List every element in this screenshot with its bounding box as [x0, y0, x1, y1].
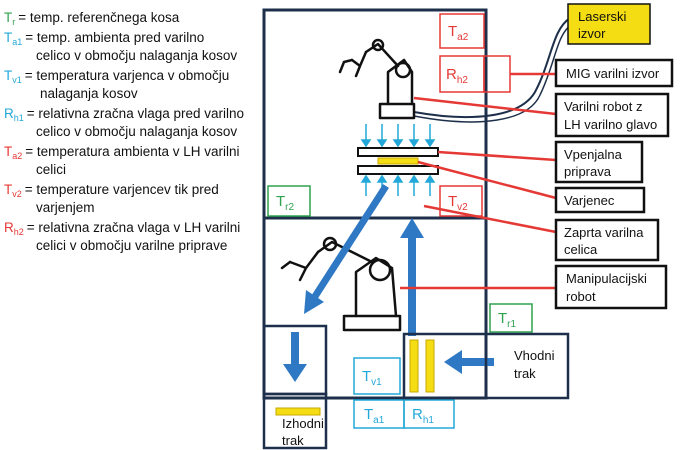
callout-manipulator: Manipulacijski robot	[554, 264, 668, 310]
svg-text:Vhodni: Vhodni	[514, 348, 555, 363]
callout-welding-robot: Varilni robot z LH varilno glavo	[554, 92, 670, 138]
svg-text:celica: celica	[564, 242, 598, 257]
sensor-ta1: Ta1	[353, 399, 405, 429]
svg-text:Varjenec: Varjenec	[564, 193, 615, 208]
callout-workpiece: Varjenec	[554, 186, 646, 214]
svg-text:Tv2: Tv2	[448, 193, 468, 213]
sensor-tr2: Tr2	[267, 185, 311, 217]
welding-robot-icon	[338, 38, 416, 120]
legend-item-ta1: Ta1= temp. ambienta pred varilno celico …	[4, 30, 237, 63]
svg-text:Vpenjalna: Vpenjalna	[564, 147, 623, 162]
svg-text:Tr= temp. referenčnega kosa: Tr= temp. referenčnega kosa	[4, 10, 180, 27]
callout-fixture: Vpenjalna priprava	[554, 140, 644, 184]
svg-text:Ta1= temp. ambienta pred varil: Ta1= temp. ambienta pred varilno	[4, 30, 204, 47]
input-flow-arrow	[444, 350, 494, 374]
svg-text:trak: trak	[282, 433, 304, 448]
sensor-rh1: Rh1	[403, 399, 455, 429]
svg-text:Zaprta varilna: Zaprta varilna	[564, 225, 644, 240]
svg-text:nalaganja kosov: nalaganja kosov	[40, 86, 138, 101]
svg-text:Tv2= temperature varjencev tik: Tv2= temperature varjencev tik pred	[4, 182, 219, 199]
output-conveyor: Izhodni trak	[262, 324, 328, 450]
clamping-fixture	[357, 147, 439, 175]
legend-item-tv2: Tv2= temperature varjencev tik pred varj…	[4, 182, 219, 215]
upward-flow-arrow	[400, 218, 424, 336]
legend-item-ta2: Ta2= temperatura ambienta v LH varilni c…	[4, 144, 240, 177]
welding-cell-lower	[262, 216, 488, 400]
svg-text:Rh1= relativna zračna vlaga pr: Rh1= relativna zračna vlaga pred varilno	[4, 106, 244, 123]
manipulator-robot-icon	[280, 236, 402, 332]
input-conveyor: Vhodni trak	[402, 332, 570, 400]
legend-item-rh2: Rh2= relativna zračna vlaga v LH varilni…	[4, 220, 240, 253]
flow-arrows	[283, 184, 494, 382]
mig-source-box	[483, 55, 511, 93]
svg-text:Rh1: Rh1	[412, 406, 434, 426]
svg-text:Tv1= temperatura varjenca v ob: Tv1= temperatura varjenca v območju	[4, 68, 229, 85]
svg-text:celici v območju varilne pripr: celici v območju varilne priprave	[36, 238, 227, 253]
legend: Tr= temp. referenčnega kosa Ta1= temp. a…	[4, 10, 244, 253]
svg-text:Ta2: Ta2	[448, 23, 469, 43]
callout-mig-source: MIG varilni izvor	[554, 58, 674, 88]
svg-text:Manipulacijski: Manipulacijski	[566, 271, 647, 286]
svg-text:Rh2= relativna zračna vlaga v: Rh2= relativna zračna vlaga v LH varilni	[4, 220, 240, 237]
legend-item-tr: Tr= temp. referenčnega kosa	[4, 10, 180, 27]
svg-text:robot: robot	[566, 289, 596, 304]
diagonal-flow-arrow	[304, 184, 389, 314]
svg-text:Tr1: Tr1	[498, 310, 517, 330]
svg-text:Ta2= temperatura ambienta v LH: Ta2= temperatura ambienta v LH varilni	[4, 144, 240, 161]
svg-text:celico v območju nalaganja kos: celico v območju nalaganja kosov	[36, 48, 237, 63]
svg-text:Laserski: Laserski	[578, 9, 627, 24]
callout-lines	[400, 72, 557, 290]
svg-text:Rh2: Rh2	[446, 66, 468, 86]
svg-text:Varilni robot z: Varilni robot z	[564, 99, 643, 114]
svg-text:MIG varilni izvor: MIG varilni izvor	[566, 66, 660, 81]
callout-closed-cell: Zaprta varilna celica	[554, 218, 660, 262]
svg-text:LH varilno glavo: LH varilno glavo	[564, 117, 657, 132]
svg-text:Tr2: Tr2	[276, 193, 295, 213]
legend-item-rh1: Rh1= relativna zračna vlaga pred varilno…	[4, 106, 244, 139]
sensor-tr1: Tr1	[489, 303, 533, 333]
laser-cable	[413, 17, 571, 119]
laser-cable-2	[413, 23, 573, 123]
svg-text:varjenjem: varjenjem	[36, 200, 95, 215]
svg-text:Izhodni: Izhodni	[282, 416, 324, 431]
cooling-arrows-up	[360, 174, 436, 196]
cooling-arrows-down	[360, 124, 436, 148]
svg-text:Tv1: Tv1	[362, 368, 382, 388]
svg-text:trak: trak	[514, 366, 536, 381]
sensor-tv2: Tv2	[439, 185, 483, 217]
sensor-rh2: Rh2	[439, 55, 485, 93]
callout-laser-source: Laserski izvor	[567, 3, 651, 45]
svg-text:izvor: izvor	[578, 26, 606, 41]
svg-text:Ta1: Ta1	[364, 406, 385, 426]
svg-text:priprava: priprava	[564, 164, 612, 179]
sensor-ta2: Ta2	[439, 13, 485, 49]
sensor-tv1: Tv1	[353, 357, 401, 395]
output-flow-arrow	[283, 332, 307, 382]
svg-text:celici: celici	[36, 162, 66, 177]
legend-item-tv1: Tv1= temperatura varjenca v območju nala…	[4, 68, 229, 101]
svg-text:celico v območju nalaganja kos: celico v območju nalaganja kosov	[36, 124, 237, 139]
